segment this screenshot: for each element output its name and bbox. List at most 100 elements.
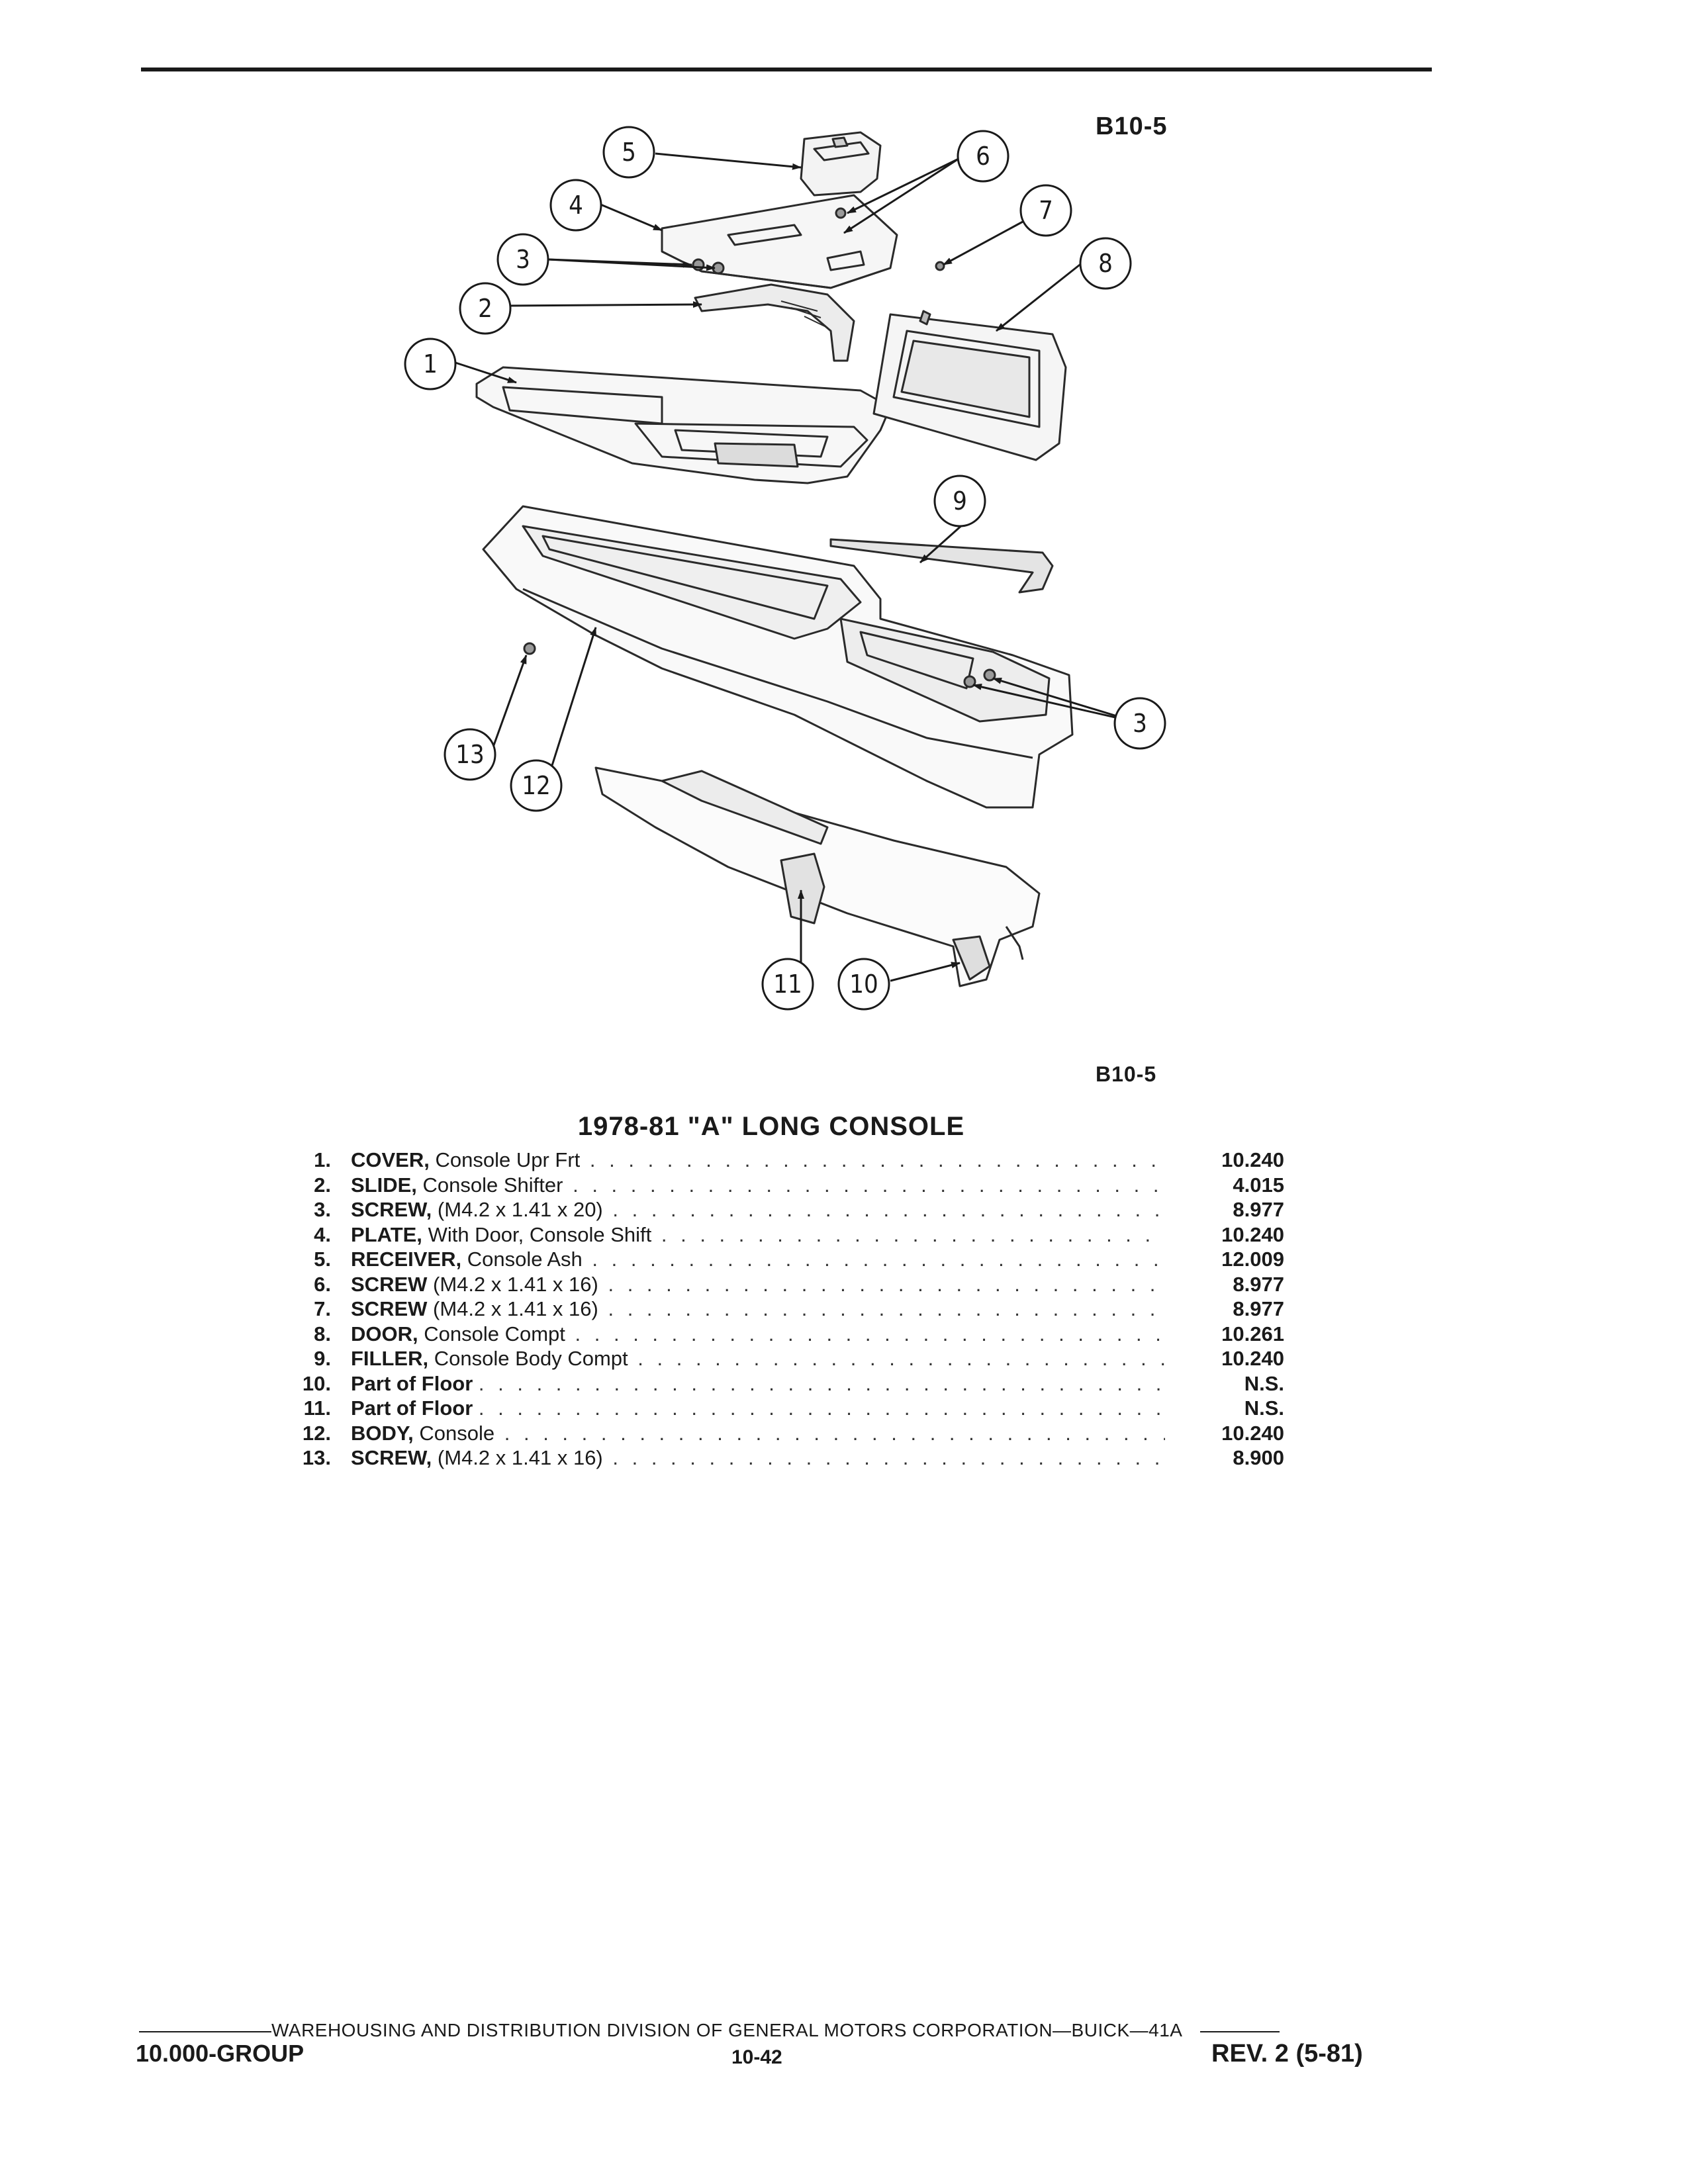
footer-page-number: 10-42 <box>731 2046 782 2068</box>
callout-9: 9 <box>953 486 967 516</box>
legend-item-number: 6. <box>314 1272 331 1296</box>
legend-leader-dots: . . . . . . . . . . . . . . . . . . . . … <box>661 1222 1165 1246</box>
legend-item-description: DOOR, Console Compt . . . . . . . . . . … <box>351 1322 1165 1346</box>
legend-row: 9.FILLER, Console Body Compt . . . . . .… <box>285 1347 1284 1372</box>
legend-item-number: 8. <box>314 1322 331 1345</box>
legend-item-number: 9. <box>314 1347 331 1370</box>
legend-item-part: RECEIVER, <box>351 1248 462 1271</box>
legend-item-part: BODY, <box>351 1421 414 1445</box>
legend-leader-dots: . . . . . . . . . . . . . . . . . . . . … <box>478 1371 1165 1395</box>
legend-item-detail: (M4.2 x 1.41 x 16) <box>433 1272 598 1296</box>
legend-row: 7.SCREW (M4.2 x 1.41 x 16) . . . . . . .… <box>285 1297 1284 1322</box>
callout-11: 11 <box>773 970 802 999</box>
legend-row: 2. SLIDE, Console Shifter . . . . . . . .… <box>285 1173 1284 1199</box>
legend-item-detail: Console Body Compt <box>434 1347 628 1370</box>
legend-item-group-ref: 8.977 <box>1233 1272 1284 1296</box>
top-rule <box>141 68 1432 71</box>
legend-row: 13.SCREW, (M4.2 x 1.41 x 16) . . . . . .… <box>285 1446 1284 1471</box>
legend-item-description: PLATE, With Door, Console Shift . . . . … <box>351 1223 1165 1247</box>
legend-item-part: SCREW, <box>351 1198 432 1221</box>
callout-circles <box>404 126 1166 1011</box>
callout-5: 5 <box>622 138 636 167</box>
compartment-door-part <box>872 310 1067 461</box>
legend-item-description: SLIDE, Console Shifter . . . . . . . . .… <box>351 1173 1165 1197</box>
legend-item-description: SCREW (M4.2 x 1.41 x 16) . . . . . . . .… <box>351 1297 1165 1321</box>
legend-leader-dots: . . . . . . . . . . . . . . . . . . . . … <box>592 1248 1165 1271</box>
floor-bracket-part <box>594 766 1041 987</box>
legend-item-detail: Console Shifter <box>422 1173 563 1197</box>
legend-item-part: SCREW <box>351 1272 428 1296</box>
legend-item-group-ref: 12.009 <box>1221 1248 1284 1271</box>
legend-row: 1.COVER, Console Upr Frt . . . . . . . .… <box>285 1148 1284 1173</box>
legend-item-description: RECEIVER, Console Ash . . . . . . . . . … <box>351 1248 1165 1271</box>
legend-row: 6. SCREW (M4.2 x 1.41 x 16) . . . . . . .… <box>285 1273 1284 1298</box>
callout-4: 4 <box>569 191 583 220</box>
legend-item-group-ref: 10.240 <box>1221 1347 1284 1370</box>
legend-item-group-ref: 10.240 <box>1221 1222 1284 1246</box>
legend-item-detail: Console Compt <box>424 1322 565 1345</box>
legend-item-group-ref: 8.977 <box>1233 1297 1284 1320</box>
legend-item-part: SCREW <box>351 1297 428 1320</box>
callout-numbers: 5 6 4 7 8 3 2 1 9 3 13 12 11 10 <box>423 138 1147 999</box>
legend-item-group-ref: 8.900 <box>1233 1446 1284 1469</box>
legend-item-number: 11. <box>303 1396 331 1420</box>
legend-row: 5. RECEIVER, Console Ash . . . . . . . . … <box>285 1248 1284 1273</box>
legend-item-part: Part of Floor <box>351 1371 473 1395</box>
legend-item-part: Part of Floor <box>351 1396 473 1420</box>
legend-row: 4. PLATE, With Door, Console Shift . . . … <box>285 1223 1284 1248</box>
legend-item-detail: (M4.2 x 1.41 x 16) <box>437 1446 603 1469</box>
callout-13: 13 <box>455 740 485 769</box>
legend-item-number: 12. <box>302 1421 331 1445</box>
legend-item-part: COVER, <box>351 1148 430 1171</box>
callout-10: 10 <box>849 970 878 999</box>
callout-3: 3 <box>516 245 530 274</box>
ash-receiver-part <box>800 131 882 197</box>
legend-item-description: SCREW, (M4.2 x 1.41 x 16) . . . . . . . … <box>351 1446 1165 1470</box>
legend-item-description: COVER, Console Upr Frt . . . . . . . . .… <box>351 1148 1165 1172</box>
legend-item-detail: (M4.2 x 1.41 x 20) <box>437 1198 603 1221</box>
legend-item-group-ref: 10.240 <box>1221 1148 1284 1171</box>
legend-leader-dots: . . . . . . . . . . . . . . . . . . . . … <box>573 1173 1165 1197</box>
legend-item-number: 5. <box>314 1248 331 1271</box>
legend-item-number: 10. <box>302 1371 331 1395</box>
legend-item-detail: Console Ash <box>467 1248 583 1271</box>
figure-code-bottom: B10-5 <box>1096 1062 1157 1086</box>
legend-row: 10. Part of Floor . . . . . . . . . . . .… <box>285 1372 1284 1397</box>
legend-item-description: SCREW (M4.2 x 1.41 x 16) . . . . . . . .… <box>351 1273 1165 1297</box>
legend-item-part: DOOR, <box>351 1322 418 1345</box>
legend-item-detail: Console Upr Frt <box>435 1148 581 1171</box>
callout-2: 2 <box>478 294 492 323</box>
legend-item-group-ref: 4.015 <box>1233 1173 1284 1197</box>
exploded-parts-diagram: 5 6 4 7 8 3 2 1 9 3 13 12 11 10 <box>404 126 1166 1011</box>
shift-plate-part <box>661 194 898 289</box>
legend-item-number: 2. <box>314 1173 331 1197</box>
legend-item-group-ref: N.S. <box>1244 1371 1284 1395</box>
callout-1: 1 <box>423 349 438 379</box>
legend-leader-dots: . . . . . . . . . . . . . . . . . . . . … <box>612 1446 1165 1469</box>
footer-rule-left <box>139 2030 271 2032</box>
parts-legend: 1.COVER, Console Upr Frt . . . . . . . .… <box>285 1148 1284 1471</box>
legend-leader-dots: . . . . . . . . . . . . . . . . . . . . … <box>504 1421 1165 1445</box>
legend-item-number: 4. <box>314 1222 331 1246</box>
console-body-part <box>482 505 1074 809</box>
legend-leader-dots: . . . . . . . . . . . . . . . . . . . . … <box>478 1396 1165 1420</box>
legend-leader-dots: . . . . . . . . . . . . . . . . . . . . … <box>589 1148 1165 1171</box>
legend-leader-dots: . . . . . . . . . . . . . . . . . . . . … <box>608 1297 1165 1320</box>
legend-item-description: SCREW, (M4.2 x 1.41 x 20) . . . . . . . … <box>351 1198 1165 1222</box>
legend-item-description: Part of Floor . . . . . . . . . . . . . … <box>351 1372 1165 1396</box>
footer-revision: REV. 2 (5-81) <box>1211 2040 1363 2068</box>
callout-3-lower: 3 <box>1133 709 1147 738</box>
callout-7: 7 <box>1039 196 1053 225</box>
footer-division: WAREHOUSING AND DISTRIBUTION DIVISION OF… <box>271 2020 1182 2040</box>
legend-leader-dots: . . . . . . . . . . . . . . . . . . . . … <box>575 1322 1165 1345</box>
legend-leader-dots: . . . . . . . . . . . . . . . . . . . . … <box>612 1198 1165 1221</box>
legend-item-group-ref: 10.240 <box>1221 1421 1284 1445</box>
legend-item-part: PLATE, <box>351 1222 422 1246</box>
footer-group: 10.000-GROUP <box>136 2040 305 2067</box>
legend-item-part: SCREW, <box>351 1446 432 1469</box>
legend-item-group-ref: N.S. <box>1244 1396 1284 1420</box>
callout-6: 6 <box>976 142 990 171</box>
legend-item-detail: Console <box>419 1421 495 1445</box>
shifter-slide-part <box>694 283 855 362</box>
leader-lines <box>455 152 1139 982</box>
